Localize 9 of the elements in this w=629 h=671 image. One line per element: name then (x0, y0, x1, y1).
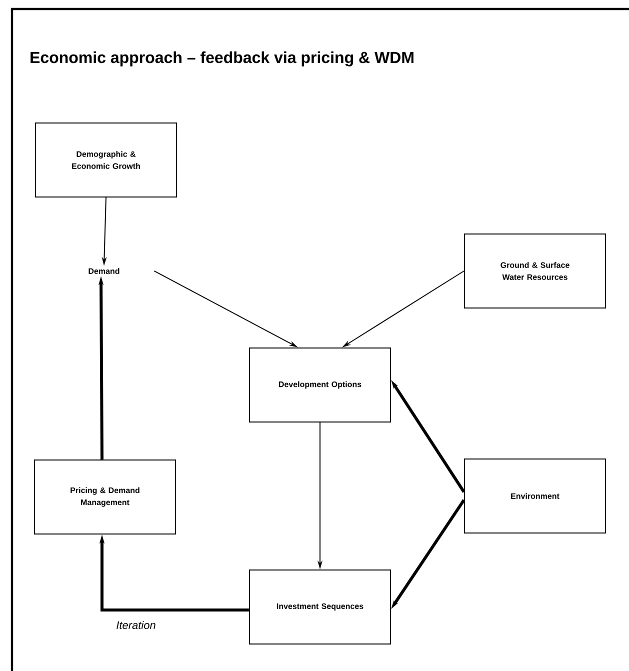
process-box: Demographic & Economic Growth (34, 122, 178, 198)
process-box: Ground & Surface Water Resources (464, 233, 606, 309)
node-label: Demand (88, 268, 120, 274)
title: Economic approach – feedback via pricing & WDM (30, 51, 414, 66)
process-box: Environment (464, 458, 606, 534)
edge-label: Iteration (115, 620, 157, 630)
process-box: Investment Sequences (248, 569, 392, 645)
process-box: Pricing & Demand Management (34, 459, 176, 535)
process-box: Development Options (248, 347, 392, 423)
